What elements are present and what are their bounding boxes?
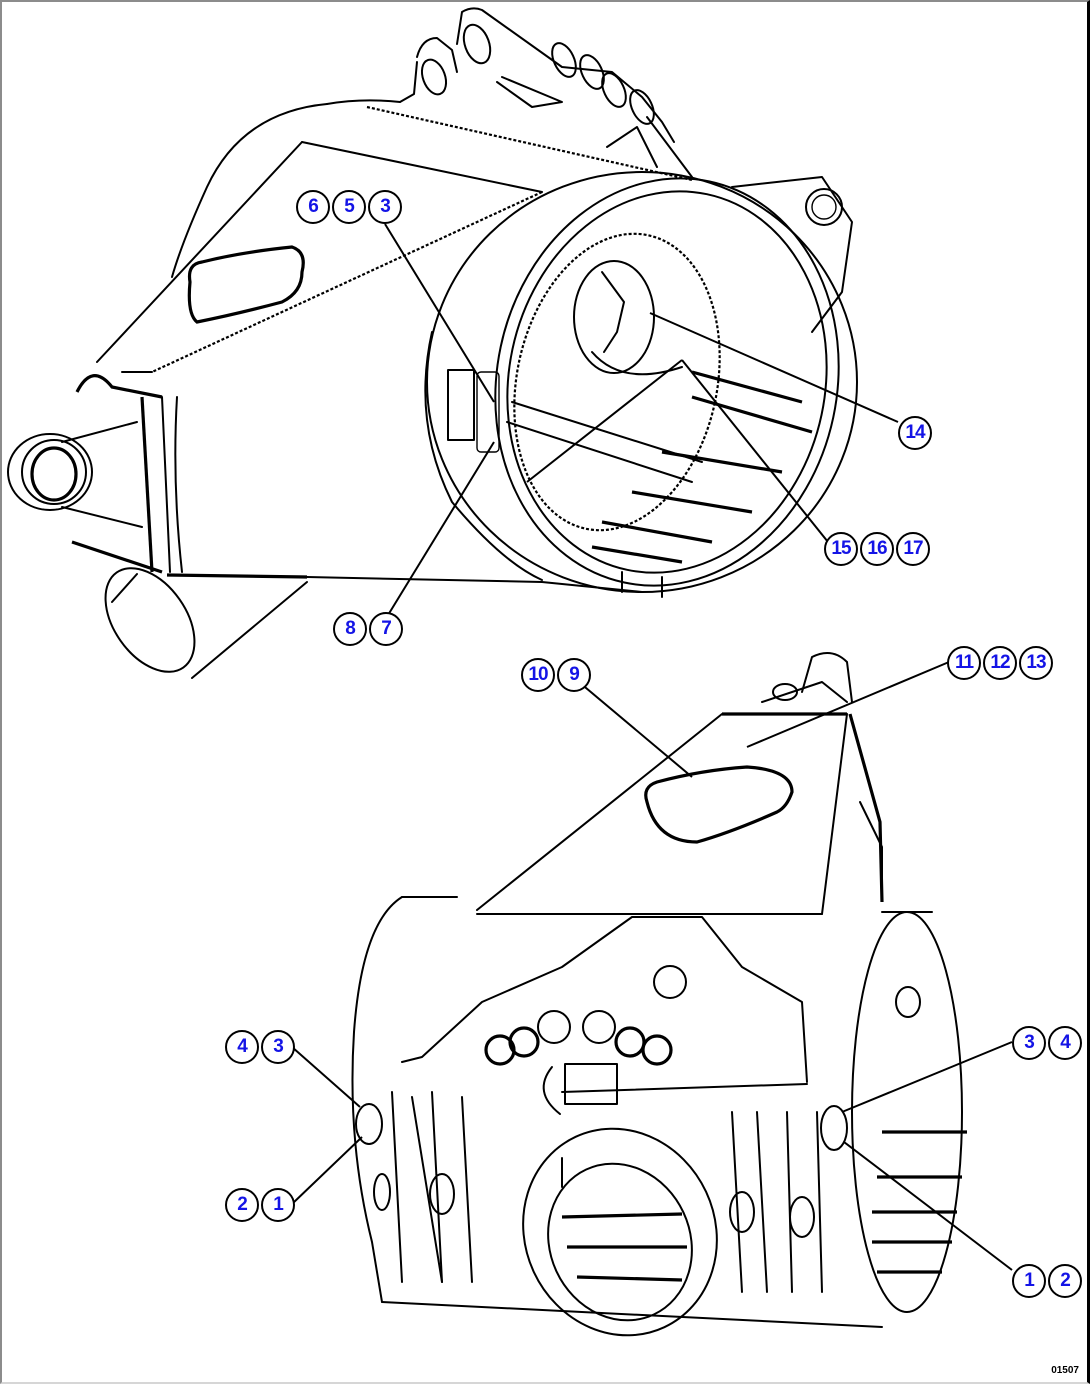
callout-balloon-3[interactable]: 3 [1012,1026,1046,1060]
figure-id-label: 01507 [1051,1365,1079,1376]
callout-balloon-13[interactable]: 13 [1019,646,1053,680]
callout-balloon-3[interactable]: 3 [261,1030,295,1064]
callout-balloon-14[interactable]: 14 [898,416,932,450]
callout-balloon-1[interactable]: 1 [1012,1264,1046,1298]
leader-lines [291,223,1013,1271]
lower-center-housing [351,652,967,1337]
callout-balloon-2[interactable]: 2 [225,1188,259,1222]
callout-balloon-5[interactable]: 5 [332,190,366,224]
callout-balloon-1[interactable]: 1 [261,1188,295,1222]
upper-axle-housing [7,7,858,679]
callout-balloon-9[interactable]: 9 [557,658,591,692]
callout-balloon-15[interactable]: 15 [824,532,858,566]
callout-balloon-12[interactable]: 12 [983,646,1017,680]
callout-balloon-7[interactable]: 7 [369,612,403,646]
callout-balloon-2[interactable]: 2 [1048,1264,1082,1298]
callout-balloon-4[interactable]: 4 [1048,1026,1082,1060]
callout-balloon-3[interactable]: 3 [368,190,402,224]
callout-balloon-10[interactable]: 10 [521,658,555,692]
callout-balloon-8[interactable]: 8 [333,612,367,646]
callout-balloon-16[interactable]: 16 [860,532,894,566]
callout-balloon-11[interactable]: 11 [947,646,981,680]
callout-balloon-4[interactable]: 4 [225,1030,259,1064]
callout-balloon-17[interactable]: 17 [896,532,930,566]
callout-balloon-6[interactable]: 6 [296,190,330,224]
